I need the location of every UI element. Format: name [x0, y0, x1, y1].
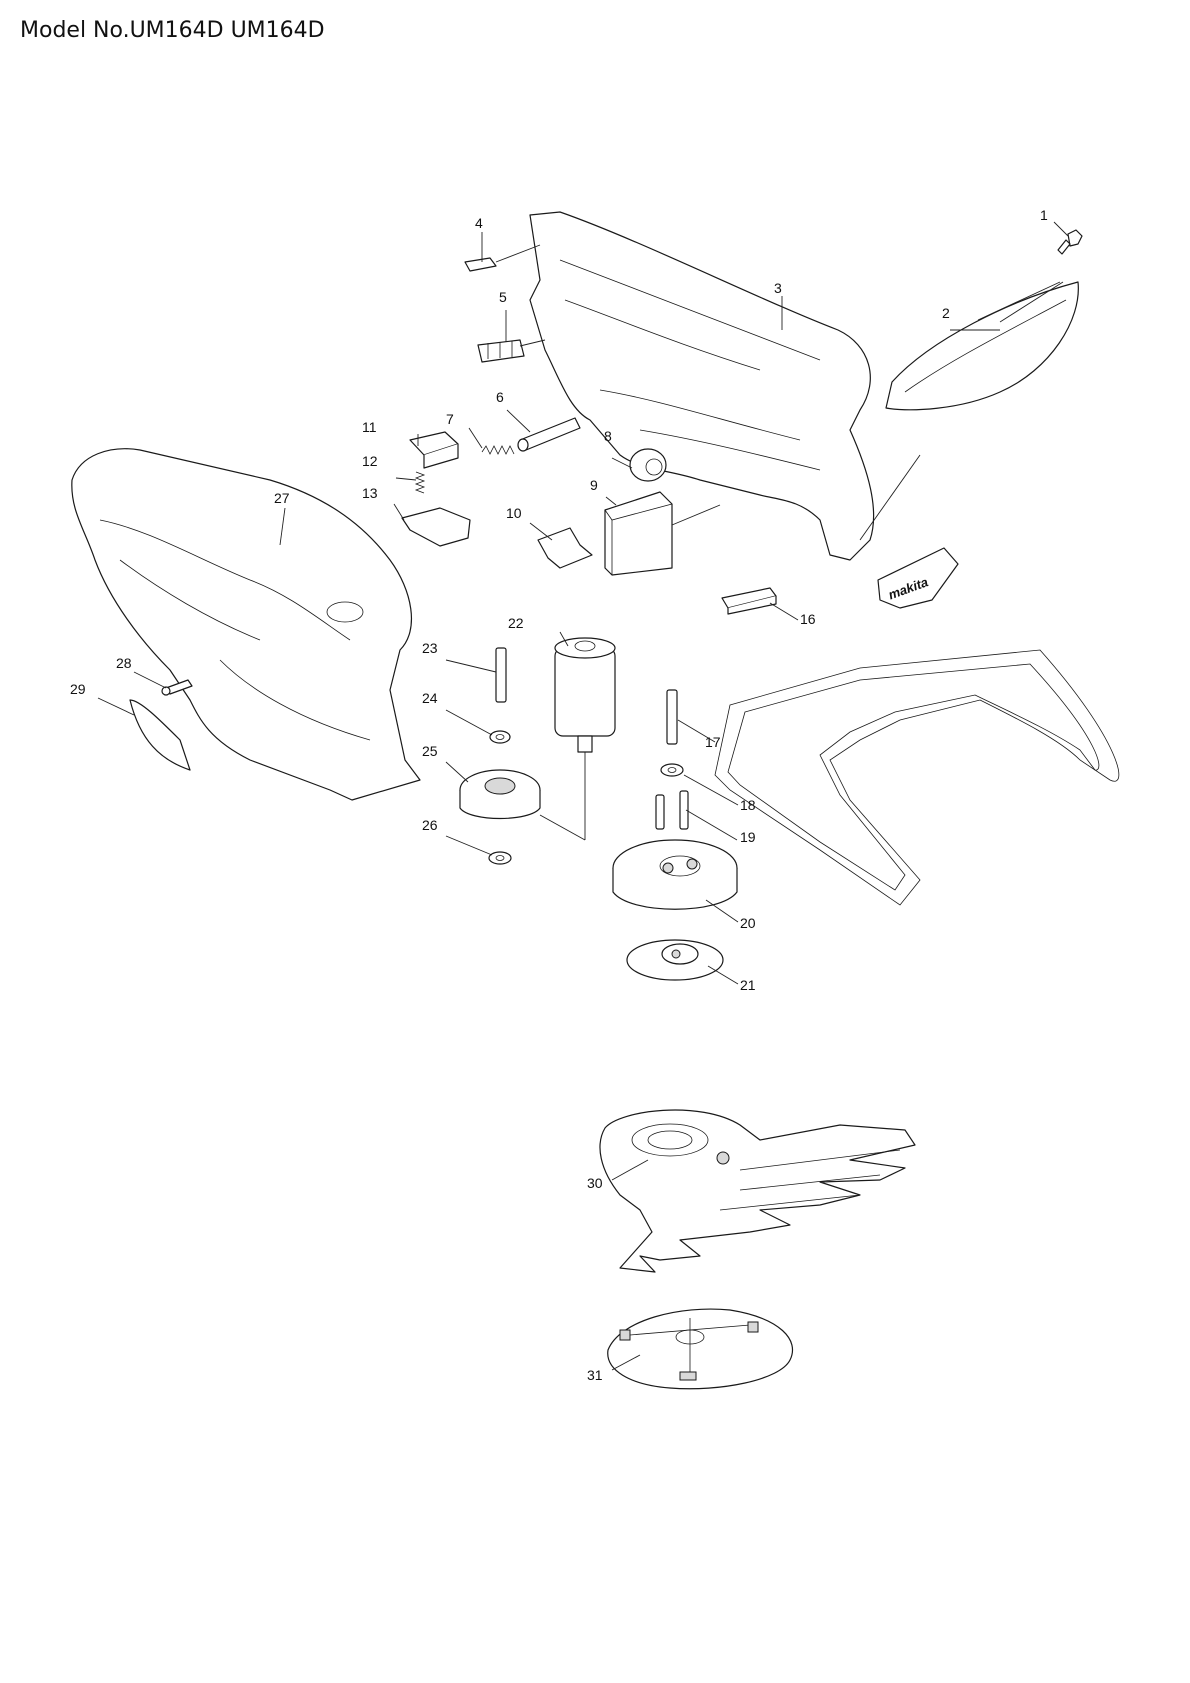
- leader-lines: [97, 221, 1069, 1371]
- part-10-bracket: [537, 527, 593, 569]
- part-4-plate: [464, 257, 497, 272]
- part-30-shear-blade: [599, 1109, 916, 1273]
- callout-3: 3: [774, 280, 782, 296]
- part-11-switch: [409, 431, 459, 469]
- callout-2: 2: [942, 305, 950, 321]
- callout-5: 5: [499, 289, 507, 305]
- callout-17: 17: [705, 734, 721, 750]
- part-21-plate: [626, 939, 724, 981]
- part-27-grip-housing: [71, 448, 421, 801]
- callout-9: 9: [590, 477, 598, 493]
- callout-6: 6: [496, 389, 504, 405]
- callout-27: 27: [274, 490, 290, 506]
- callout-21: 21: [740, 977, 756, 993]
- part-31-cover-plate: [607, 1308, 794, 1390]
- callout-24: 24: [422, 690, 438, 706]
- part-16-block: [721, 587, 777, 615]
- callout-8: 8: [604, 428, 612, 444]
- part-8-ring: [629, 448, 667, 482]
- callout-18: 18: [740, 797, 756, 813]
- callout-20: 20: [740, 915, 756, 931]
- part-7-spring: [481, 445, 515, 455]
- callout-29: 29: [70, 681, 86, 697]
- callout-25: 25: [422, 743, 438, 759]
- part-19-pins: [655, 790, 689, 830]
- part-23-pin: [495, 647, 507, 703]
- part-22-motor: [554, 637, 616, 753]
- part-9-controller: [604, 491, 673, 576]
- part-26-washer: [488, 851, 512, 865]
- part-25-gear: [459, 769, 541, 820]
- part-2-cover: [885, 281, 1079, 411]
- callout-22: 22: [508, 615, 524, 631]
- callout-16: 16: [800, 611, 816, 627]
- callout-10: 10: [506, 505, 522, 521]
- callout-19: 19: [740, 829, 756, 845]
- part-28-screw: [161, 679, 193, 696]
- part-17-pin: [666, 689, 678, 745]
- callout-4: 4: [475, 215, 483, 231]
- part-29-cover: [129, 699, 191, 771]
- callout-13: 13: [362, 485, 378, 501]
- callout-31: 31: [587, 1367, 603, 1383]
- callout-labels: 1 2 3 4 5 6 7 8 9 10 11 12 13 16 17 18 1…: [70, 207, 1048, 1383]
- callout-7: 7: [446, 411, 454, 427]
- callout-26: 26: [422, 817, 438, 833]
- part-18-washer: [660, 763, 684, 777]
- part-24-washer: [489, 730, 511, 744]
- callout-30: 30: [587, 1175, 603, 1191]
- part-12-spring: [414, 471, 426, 494]
- makita-badge: makita: [877, 547, 959, 609]
- callout-28: 28: [116, 655, 132, 671]
- part-20-crank-gear: [612, 839, 738, 910]
- callout-1: 1: [1040, 207, 1048, 223]
- callout-23: 23: [422, 640, 438, 656]
- part-6-rod: [517, 417, 581, 452]
- part-5-terminal: [477, 339, 525, 363]
- part-1-screw: [1057, 229, 1083, 255]
- part-13-button: [401, 507, 471, 547]
- callout-11: 11: [362, 419, 377, 435]
- page-title: Model No.UM164D UM164D: [20, 18, 325, 43]
- callout-12: 12: [362, 453, 378, 469]
- part-3-housing: [529, 211, 875, 561]
- guard-frame: [714, 649, 1120, 906]
